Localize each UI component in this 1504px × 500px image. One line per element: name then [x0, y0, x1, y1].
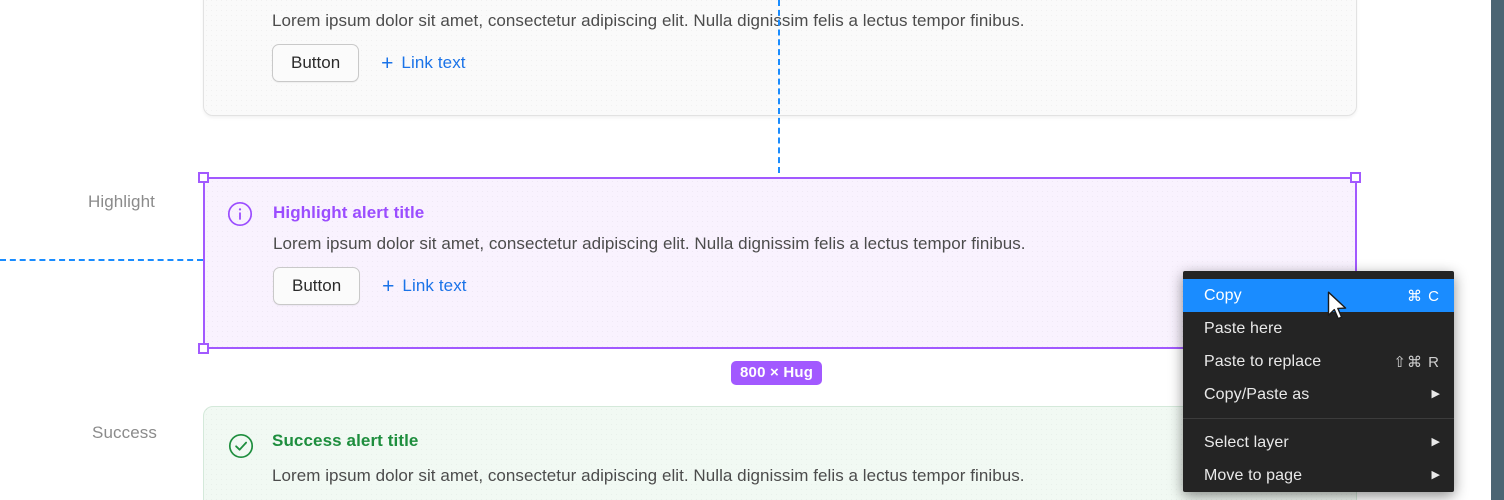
- context-menu-item-label: Select layer: [1204, 433, 1289, 451]
- context-menu-item-shortcut: ⇧⌘ R: [1393, 353, 1440, 371]
- alert-link-label: Link text: [401, 53, 466, 72]
- info-circle-icon: [227, 201, 253, 227]
- alert-title: Success alert title: [272, 431, 419, 450]
- context-menu-item-shortcut: ⌘ C: [1407, 287, 1440, 305]
- row-label-success: Success: [92, 423, 157, 442]
- context-menu-item-label: Paste here: [1204, 319, 1283, 337]
- measurement-guide-horizontal: [0, 259, 203, 261]
- right-side-panel: [1491, 0, 1504, 500]
- context-menu-item-label: Move to page: [1204, 466, 1303, 484]
- alert-button[interactable]: Button: [272, 44, 360, 82]
- alert-body-text: Lorem ipsum dolor sit amet, consectetur …: [273, 234, 1026, 253]
- alert-link-label: Link text: [402, 276, 467, 295]
- selection-handle-top-right[interactable]: [1350, 172, 1361, 183]
- context-menu-item-select-layer[interactable]: Select layer ▶: [1183, 426, 1454, 459]
- context-menu-item-paste-to-replace[interactable]: Paste to replace ⇧⌘ R: [1183, 345, 1454, 378]
- plus-icon: +: [381, 51, 394, 75]
- alert-body-text: Lorem ipsum dolor sit amet, consectetur …: [272, 11, 1025, 30]
- plus-icon: +: [382, 274, 395, 298]
- selection-handle-bottom-left[interactable]: [198, 343, 209, 354]
- alert-actions: Button + Link text: [273, 267, 467, 305]
- row-label-highlight: Highlight: [87, 192, 155, 211]
- alert-title: Highlight alert title: [273, 203, 425, 222]
- selection-handle-top-left[interactable]: [198, 172, 209, 183]
- context-menu-separator: [1183, 418, 1454, 419]
- context-menu[interactable]: Copy ⌘ C Paste here Paste to replace ⇧⌘ …: [1183, 271, 1454, 492]
- alert-actions: Button + Link text: [272, 44, 466, 82]
- chevron-right-icon: ▶: [1431, 469, 1440, 481]
- context-menu-item-label: Paste to replace: [1204, 352, 1322, 370]
- chevron-right-icon: ▶: [1431, 436, 1440, 448]
- alert-link[interactable]: + Link text: [381, 53, 465, 74]
- chevron-right-icon: ▶: [1431, 388, 1440, 400]
- alert-card-neutral[interactable]: Lorem ipsum dolor sit amet, consectetur …: [203, 0, 1357, 116]
- context-menu-item-paste-here[interactable]: Paste here: [1183, 312, 1454, 345]
- context-menu-item-copy-paste-as[interactable]: Copy/Paste as ▶: [1183, 378, 1454, 411]
- check-circle-icon: [228, 433, 254, 459]
- context-menu-item-copy[interactable]: Copy ⌘ C: [1183, 279, 1454, 312]
- alert-body-text: Lorem ipsum dolor sit amet, consectetur …: [272, 466, 1025, 485]
- size-badge: 800 × Hug: [731, 361, 823, 385]
- measurement-guide-vertical: [778, 0, 780, 173]
- context-menu-item-label: Copy: [1204, 286, 1242, 304]
- alert-link[interactable]: + Link text: [382, 276, 466, 297]
- context-menu-item-label: Copy/Paste as: [1204, 385, 1310, 403]
- alert-button[interactable]: Button: [273, 267, 361, 305]
- context-menu-item-move-to-page[interactable]: Move to page ▶: [1183, 459, 1454, 492]
